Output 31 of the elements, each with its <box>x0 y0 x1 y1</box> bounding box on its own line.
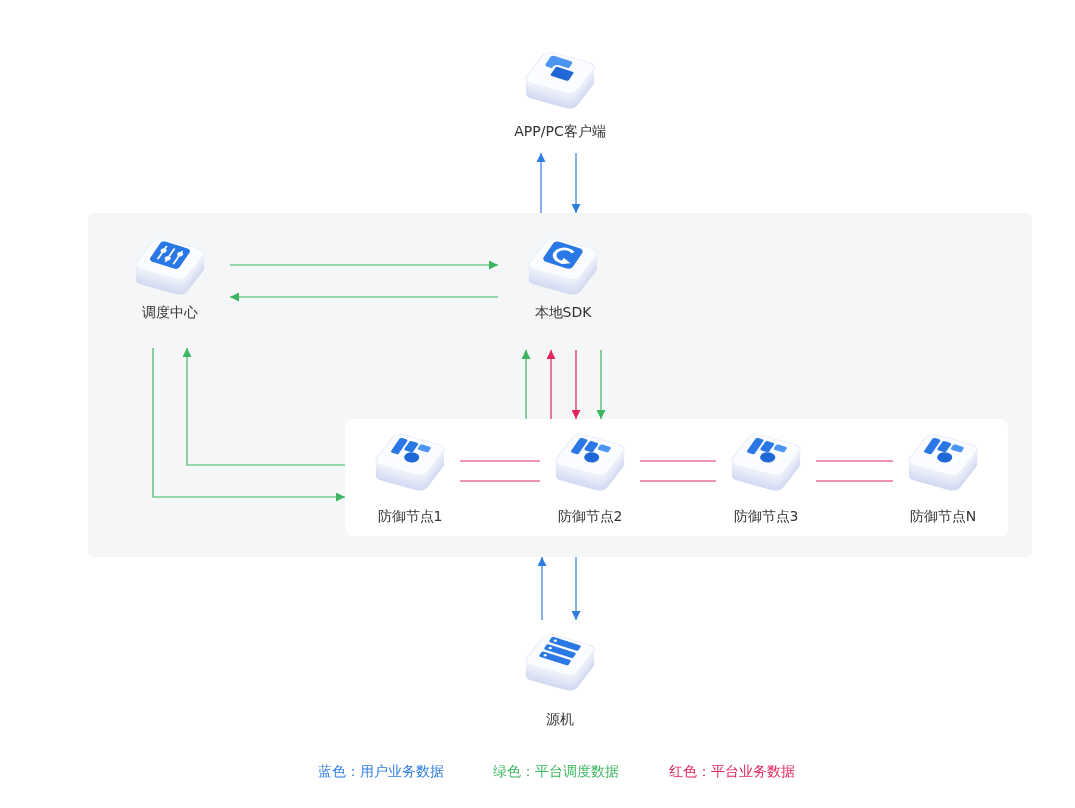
legend-text: 绿色：平台调度数据 <box>493 762 619 780</box>
arrow <box>536 152 546 214</box>
legend-text: 蓝色：用户业务数据 <box>318 762 444 780</box>
arrow <box>229 292 499 302</box>
arrow <box>182 347 346 466</box>
connector-line <box>459 480 541 482</box>
connector-line <box>639 460 717 462</box>
arrow <box>229 260 499 270</box>
node-label: 防御节点N <box>909 507 977 525</box>
arrow <box>152 347 346 502</box>
node-label: 防御节点3 <box>733 507 799 525</box>
node-label: 本地SDK <box>534 303 592 321</box>
arrow <box>537 556 547 621</box>
group-panel <box>345 419 1008 536</box>
connector-line <box>459 460 541 462</box>
node-label: 源机 <box>546 710 574 728</box>
connector-line <box>639 480 717 482</box>
group-panel <box>88 213 1032 557</box>
arrow <box>571 349 581 420</box>
node-label: 防御节点1 <box>377 507 443 525</box>
arrow <box>546 349 556 420</box>
arrow <box>571 152 581 214</box>
arrow <box>521 349 531 420</box>
node-label: APP/PC客户端 <box>514 122 606 140</box>
connector-line <box>815 460 894 462</box>
node-label: 调度中心 <box>142 303 198 321</box>
node-label: 防御节点2 <box>557 507 623 525</box>
connector-line <box>815 480 894 482</box>
legend-text: 红色：平台业务数据 <box>669 762 795 780</box>
arrow <box>571 556 581 621</box>
arrow <box>596 349 606 420</box>
